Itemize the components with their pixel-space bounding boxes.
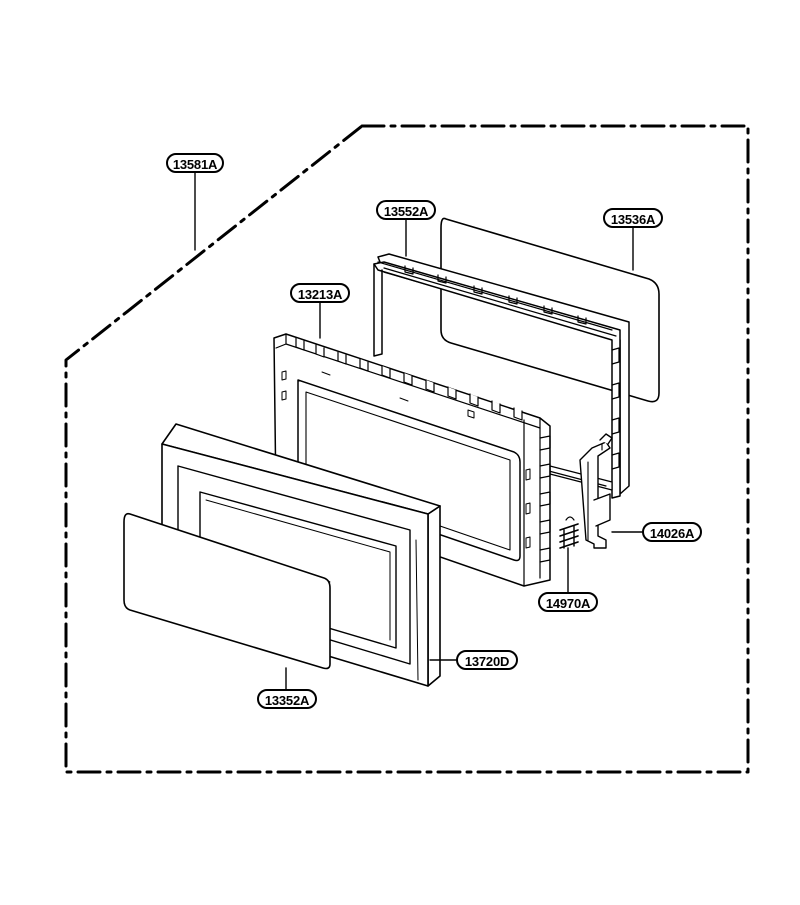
part-14970A-spring — [559, 516, 579, 549]
callout-14026A: 14026A — [642, 522, 702, 542]
assembly-boundary — [64, 124, 750, 774]
callout-13536A: 13536A — [603, 208, 663, 228]
callout-13720D: 13720D — [456, 650, 518, 670]
callout-13352A: 13352A — [257, 689, 317, 709]
callout-13552A: 13552A — [376, 200, 436, 220]
callout-14970A: 14970A — [538, 592, 598, 612]
callout-13213A: 13213A — [290, 283, 350, 303]
part-13352A-front-glass — [123, 512, 331, 670]
callout-13581A: 13581A — [166, 153, 224, 173]
leader-lines — [194, 172, 645, 691]
part-14026A-latch-hook — [579, 433, 613, 549]
